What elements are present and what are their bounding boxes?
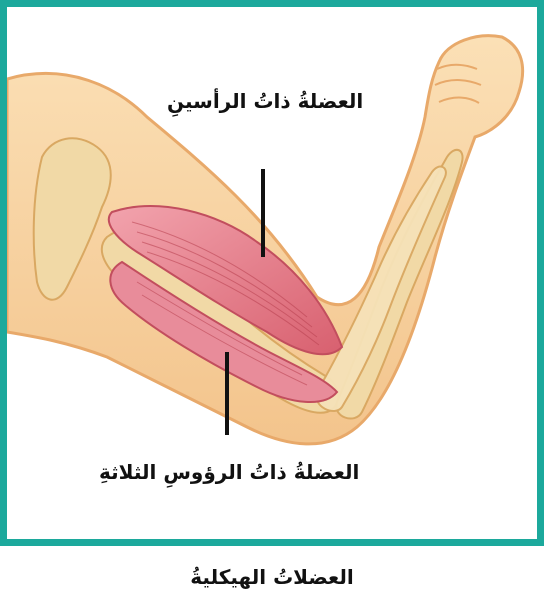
diagram-frame: العضلةُ ذاتُ الرأسينِ العضلةُ ذاتُ الرؤو… [0, 0, 544, 546]
triceps-label: العضلةُ ذاتُ الرؤوسِ الثلاثةِ [99, 460, 359, 484]
biceps-label: العضلةُ ذاتُ الرأسينِ [167, 89, 363, 113]
figure-caption: العضلاتُ الهيكليةُ [0, 565, 544, 589]
